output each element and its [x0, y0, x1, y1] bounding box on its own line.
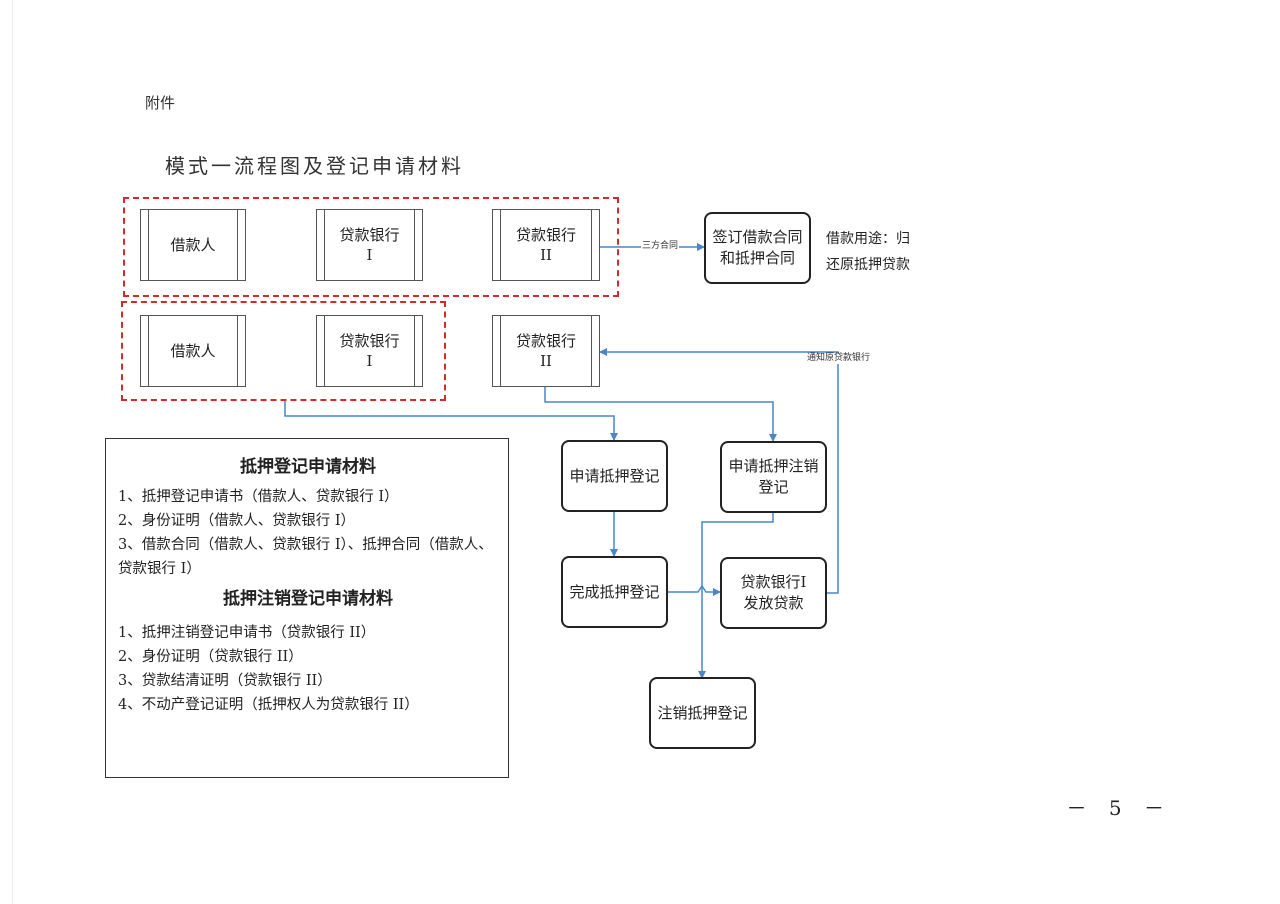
- row2-bank-2-label: 贷款银行: [515, 332, 576, 350]
- row1-bank-1: 贷款银行 I: [316, 209, 423, 281]
- mortgage-material-3: 3、借款合同（借款人、贷款银行 I）、抵押合同（借款人、贷款银行 I）: [118, 537, 493, 577]
- cancel-material-4: 4、不动产登记证明（抵押权人为贷款银行 II）: [118, 697, 419, 713]
- arrow-notify-bank: [599, 348, 839, 594]
- mortgage-materials-heading: 抵押登记申请材料: [240, 457, 376, 477]
- step-bank-release-line2: 发放贷款: [743, 594, 804, 612]
- row1-bank-2-label: 贷款银行: [515, 226, 576, 244]
- row2-bank-1: 贷款银行 I: [316, 315, 423, 387]
- arrow-complete-to-release: [667, 584, 721, 596]
- step-sign-contract-line2: 和抵押合同: [719, 249, 795, 267]
- row2-bank-1-numeral: I: [366, 352, 373, 370]
- step-complete-mortgage: 完成抵押登记: [561, 556, 668, 628]
- row1-bank-1-numeral: I: [366, 246, 373, 264]
- loan-purpose-line2: 还原抵押贷款: [826, 257, 910, 273]
- row2-bank-2: 贷款银行 II: [492, 315, 600, 387]
- arrow-cancel-request-to-registration: [698, 512, 774, 679]
- step-bank-release: 贷款银行I 发放贷款: [720, 557, 827, 629]
- step-cancel-mortgage: 注销抵押登记: [649, 677, 756, 749]
- row2-borrower-label: 借款人: [170, 342, 216, 360]
- step-sign-contract: 签订借款合同 和抵押合同: [704, 212, 811, 284]
- page-edge: [12, 0, 13, 904]
- cancel-materials-heading: 抵押注销登记申请材料: [223, 589, 393, 609]
- step-apply-cancel: 申请抵押注销 登记: [720, 441, 827, 513]
- step-apply-mortgage: 申请抵押登记: [561, 440, 668, 512]
- row1-bank-2: 贷款银行 II: [492, 209, 600, 281]
- loan-purpose-line1: 借款用途：归: [826, 231, 910, 247]
- row2-borrower: 借款人: [140, 315, 246, 387]
- attachment-label: 附件: [145, 94, 176, 112]
- row1-borrower-label: 借款人: [170, 236, 216, 254]
- row2-bank-1-label: 贷款银行: [339, 332, 400, 350]
- step-complete-mortgage-label: 完成抵押登记: [569, 582, 660, 601]
- mortgage-material-1: 1、抵押登记申请书（借款人、贷款银行 I）: [118, 489, 399, 505]
- tripartite-contract-label: 三方合同: [641, 241, 680, 252]
- row2-bank-2-numeral: II: [540, 352, 552, 370]
- cancel-material-1: 1、抵押注销登记申请书（贷款银行 II）: [118, 625, 376, 641]
- step-apply-mortgage-label: 申请抵押登记: [569, 466, 660, 485]
- page-title: 模式一流程图及登记申请材料: [165, 154, 464, 178]
- notify-bank-label: 通知原贷款银行: [806, 353, 872, 364]
- step-bank-release-line1: 贷款银行I: [740, 573, 807, 591]
- mortgage-material-2: 2、身份证明（借款人、贷款银行 I）: [118, 513, 356, 529]
- arrow-group-to-apply-mortgage: [284, 401, 618, 441]
- cancel-material-2: 2、身份证明（贷款银行 II）: [118, 649, 303, 665]
- arrow-bank2-to-apply-cancel: [544, 387, 777, 442]
- mortgage-parties-group: [121, 301, 446, 401]
- page-number: － 5 －: [1066, 796, 1172, 820]
- row1-bank-1-label: 贷款银行: [339, 226, 400, 244]
- row1-borrower: 借款人: [140, 209, 246, 281]
- step-cancel-mortgage-label: 注销抵押登记: [657, 703, 748, 722]
- cancel-material-3: 3、贷款结清证明（贷款银行 II）: [118, 673, 332, 689]
- step-apply-cancel-line1: 申请抵押注销: [728, 457, 819, 475]
- step-apply-cancel-line2: 登记: [758, 478, 789, 496]
- row1-bank-2-numeral: II: [540, 246, 552, 264]
- materials-box: 抵押登记申请材料 1、抵押登记申请书（借款人、贷款银行 I） 2、身份证明（借款…: [105, 438, 509, 778]
- step-sign-contract-line1: 签订借款合同: [712, 228, 803, 246]
- loan-purpose-note: 借款用途：归 还原抵押贷款: [826, 226, 910, 278]
